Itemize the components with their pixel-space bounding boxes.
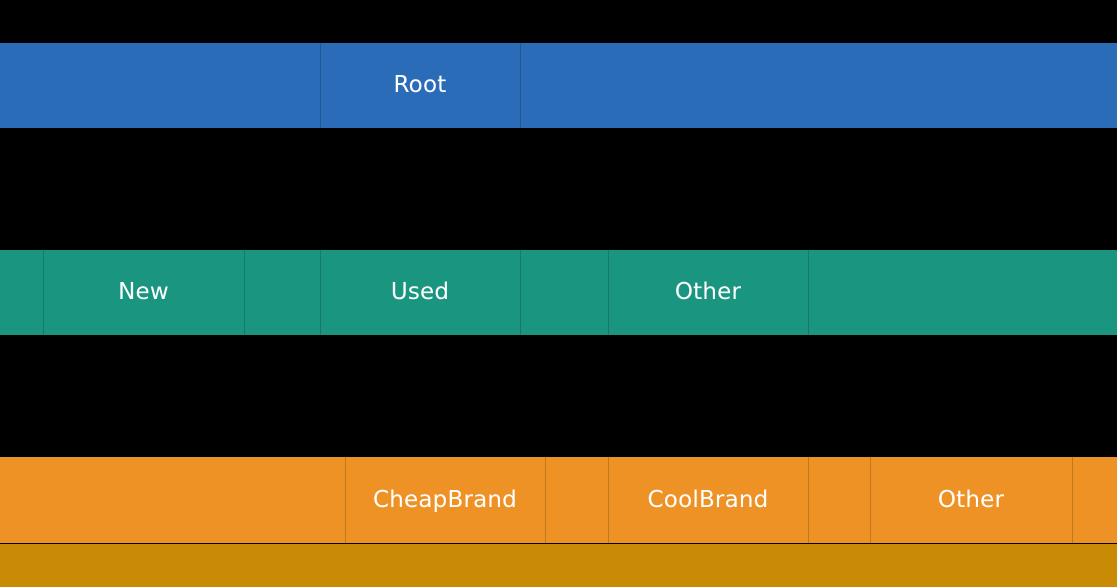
partition-seam xyxy=(320,250,321,335)
icicle-node-label: Other xyxy=(674,279,742,305)
icicle-node-blank-0[interactable] xyxy=(0,250,43,335)
icicle-node-blank-2[interactable] xyxy=(545,457,608,543)
icicle-root-level: Root xyxy=(0,43,1117,128)
icicle-node-blank-2[interactable] xyxy=(520,43,1117,128)
icicle-node-blank-4[interactable] xyxy=(520,250,608,335)
icicle-node-used[interactable]: Used xyxy=(320,250,520,335)
partition-seam xyxy=(1072,457,1073,543)
icicle-node-label: New xyxy=(118,279,169,305)
partition-seam xyxy=(520,250,521,335)
partition-seam xyxy=(870,457,871,543)
icicle-category-level: New Used Other xyxy=(0,250,1117,335)
icicle-node-blank-0[interactable] xyxy=(0,457,345,543)
icicle-node-label: Root xyxy=(393,72,447,98)
partition-seam xyxy=(608,457,609,543)
icicle-node-other[interactable]: Other xyxy=(870,457,1072,543)
icicle-node-label: CheapBrand xyxy=(373,486,517,513)
icicle-node-blank-4[interactable] xyxy=(808,457,870,543)
icicle-node-root[interactable]: Root xyxy=(320,43,520,128)
icicle-node-blank-6[interactable] xyxy=(1072,457,1117,543)
partition-seam xyxy=(345,457,346,543)
icicle-node-coolbrand[interactable]: CoolBrand xyxy=(608,457,808,543)
icicle-node-blank-2[interactable] xyxy=(244,250,320,335)
partition-seam xyxy=(808,457,809,543)
partition-seam xyxy=(520,43,521,128)
icicle-brand-level: CheapBrand CoolBrand Other xyxy=(0,457,1117,543)
partition-seam xyxy=(808,250,809,335)
partition-seam xyxy=(608,250,609,335)
icicle-leaf-level xyxy=(0,544,1117,587)
partition-seam xyxy=(320,43,321,128)
icicle-node-new[interactable]: New xyxy=(43,250,244,335)
icicle-node-blank-0[interactable] xyxy=(0,544,1117,587)
partition-seam xyxy=(545,457,546,543)
icicle-node-other[interactable]: Other xyxy=(608,250,808,335)
icicle-node-blank-0[interactable] xyxy=(0,43,320,128)
icicle-node-blank-6[interactable] xyxy=(808,250,1117,335)
partition-seam xyxy=(244,250,245,335)
icicle-node-label: CoolBrand xyxy=(647,486,769,513)
partition-seam xyxy=(43,250,44,335)
icicle-node-label: Other xyxy=(937,486,1005,513)
icicle-node-label: Used xyxy=(390,279,450,305)
icicle-node-cheapbrand[interactable]: CheapBrand xyxy=(345,457,545,543)
